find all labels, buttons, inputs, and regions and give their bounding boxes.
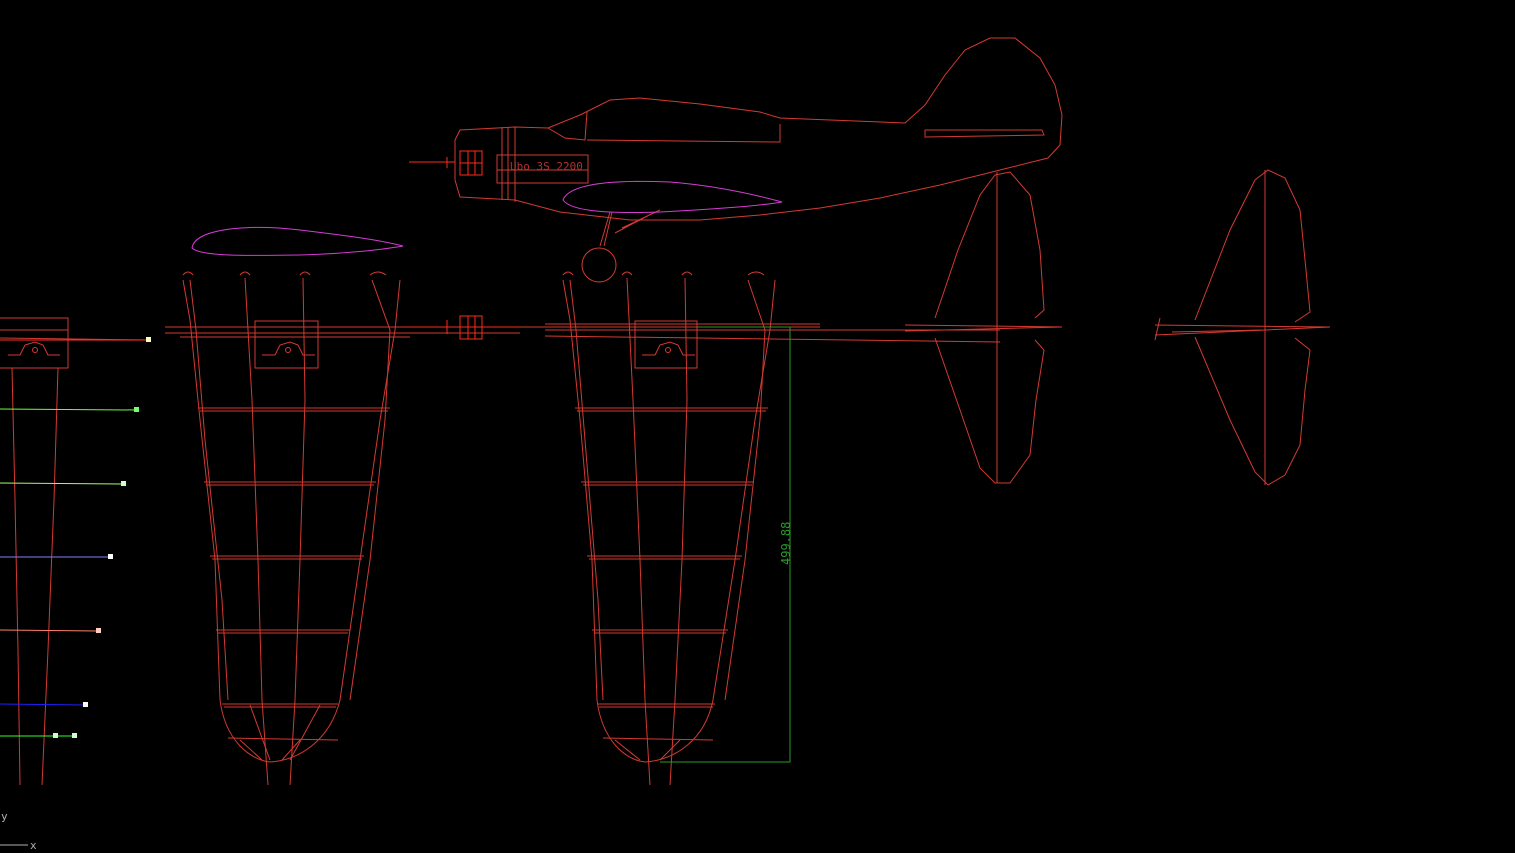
ucs-icon: y x [0,810,37,852]
leader-line-5[interactable] [0,629,99,632]
grip-handle[interactable] [146,337,151,342]
stabilizer-top-view[interactable] [1154,169,1331,486]
dimension-text: 499.88 [779,522,793,565]
wing-panel-partial[interactable] [0,317,151,786]
leader-lines[interactable] [0,337,151,738]
dimension-line[interactable]: 499.88 [660,326,793,763]
ucs-x-label: x [30,839,37,852]
grip-handle[interactable] [53,733,58,738]
leader-line-3[interactable] [0,482,123,485]
leader-line-6[interactable] [0,703,86,706]
motor-top[interactable] [405,315,520,340]
grip-handle[interactable] [134,407,139,412]
wing-panel-middle[interactable] [562,271,776,786]
grip-handle[interactable] [72,733,77,738]
wing-airfoil-side[interactable] [562,180,783,213]
wing-panel-left[interactable] [180,271,410,786]
motor-side[interactable] [409,150,483,176]
motor-label: Ubo 3S 2200 [510,160,583,173]
grip-handle[interactable] [96,628,101,633]
grip-handle[interactable] [121,481,126,486]
ucs-y-label: y [1,810,8,823]
fuselage-top-view[interactable] [165,171,1063,484]
fuselage-side-view[interactable]: Ubo 3S 2200 [454,37,1063,283]
wing-airfoil-top[interactable] [191,226,404,256]
leader-line-2[interactable] [0,408,137,411]
grip-handle[interactable] [108,554,113,559]
grip-handle[interactable] [83,702,88,707]
